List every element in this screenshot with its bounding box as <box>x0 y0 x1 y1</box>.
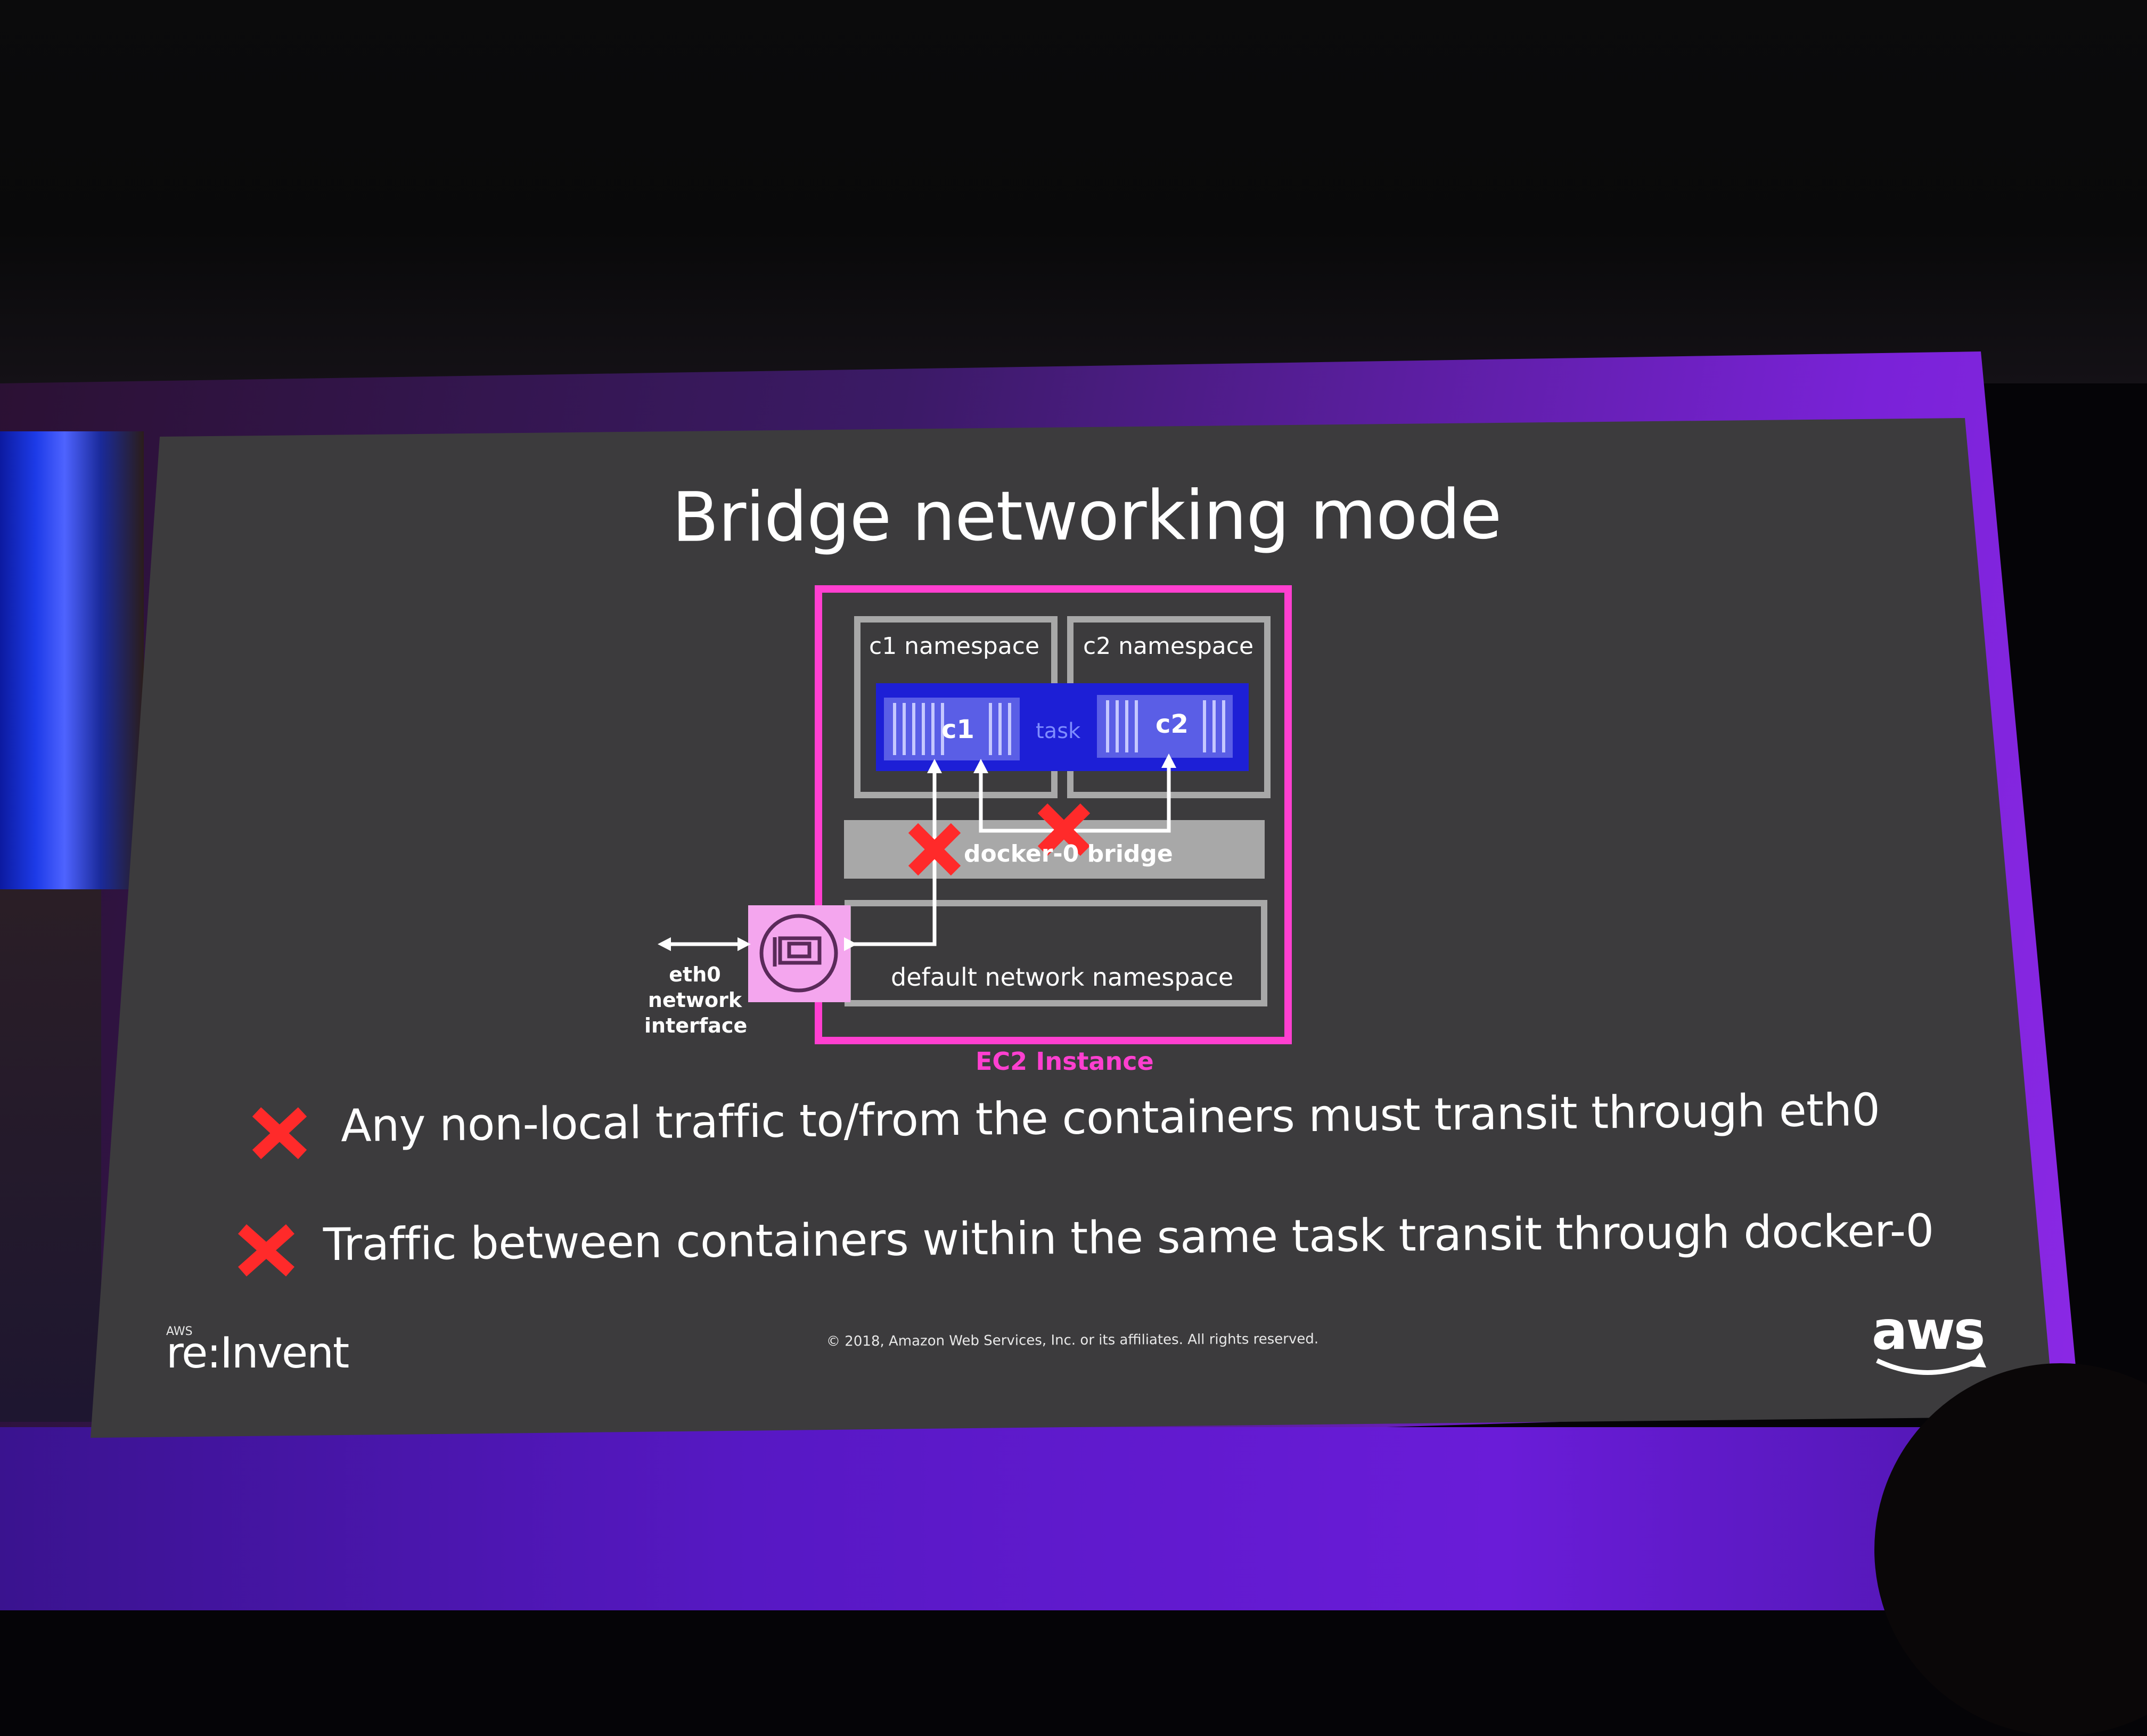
container-c1 <box>884 698 1020 760</box>
architecture-diagram <box>238 585 1986 1375</box>
c2-namespace-label: c2 namespace <box>1083 633 1254 660</box>
aws-smile-arrow <box>1876 1358 1979 1375</box>
aws-logo: aws <box>1872 1299 1989 1374</box>
ec2-instance-box <box>815 585 1292 1044</box>
default-namespace-label: default network namespace <box>891 963 1234 992</box>
slide-title: Bridge networking mode <box>671 475 1502 558</box>
arrowheads <box>658 754 1176 951</box>
traffic-paths <box>668 764 1171 946</box>
network-interface-icon <box>759 914 838 993</box>
bridge-label: docker-0 bridge <box>964 840 1173 867</box>
aws-smile-arrowhead <box>1970 1353 1986 1367</box>
blue-lit-wall <box>0 431 144 889</box>
purple-stage-light <box>0 1427 2147 1610</box>
eth0-label: eth0 network interface <box>644 963 748 1037</box>
dark-wall <box>0 889 101 1422</box>
task-label: task <box>1036 719 1081 743</box>
bullet-cross-1 <box>252 1107 307 1159</box>
container-c1-label: c1 <box>941 715 974 744</box>
blocked-cross-task <box>1037 803 1091 856</box>
container-c2 <box>1097 695 1233 758</box>
eth0-interface-box <box>748 905 850 1002</box>
c1-namespace-label: c1 namespace <box>869 633 1040 660</box>
reinvent-logo: AWS re:Invent <box>166 1325 349 1378</box>
aws-wordmark: aws <box>1872 1299 1985 1362</box>
copyright-notice: © 2018, Amazon Web Services, Inc. or its… <box>826 1331 1319 1350</box>
photo-scene: Bridge networking mode c1 namespace c2 n… <box>0 0 2147 1610</box>
bullet-cross-2 <box>238 1224 294 1276</box>
reinvent-wordmark: re:Invent <box>166 1328 349 1378</box>
reinvent-aws-small: AWS <box>166 1325 193 1338</box>
ec2-instance-label: EC2 Instance <box>976 1047 1154 1076</box>
blocked-cross-bridge <box>908 823 961 876</box>
container-c2-label: c2 <box>1156 709 1189 739</box>
dark-ceiling <box>0 0 2147 383</box>
